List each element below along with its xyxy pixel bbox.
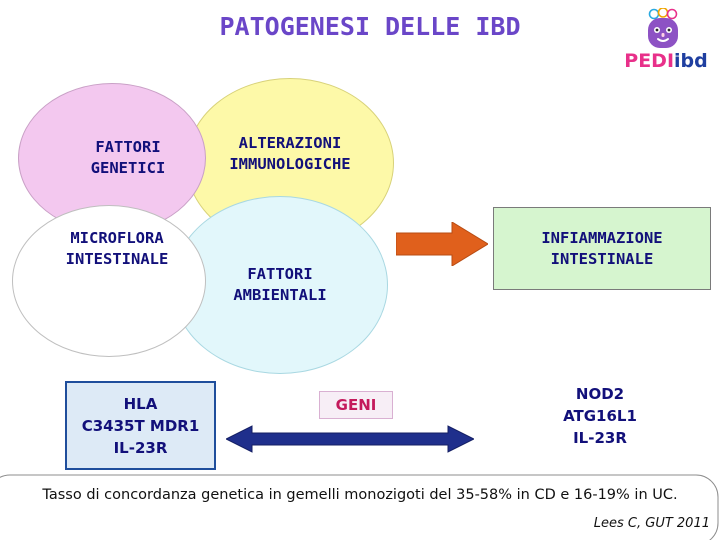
ellipse-fattori-ambientali: FATTORI AMBIENTALI [172,196,388,374]
ellipse-fattori-ambientali-label: FATTORI AMBIENTALI [233,265,327,304]
double-headed-arrow-icon [226,425,474,453]
ellipse-microflora-intestinale: MICROFLORA INTESTINALE [12,205,206,357]
footer-note: Tasso di concordanza genetica in gemelli… [42,487,678,503]
footer-credit: Lees C, GUT 2011 [593,516,710,531]
logo-pedi-text: PEDI [624,50,675,72]
logo-ibd-text: ibd [674,50,708,72]
orange-block-arrow-icon [396,222,488,266]
ellipse-fattori-genetici: FATTORI GENETICI [18,83,206,233]
infiammazione-intestinale-box: INFIAMMAZIONE INTESTINALE [493,207,711,290]
footer-rounded-rect [0,474,719,540]
ellipse-microflora-intestinale-label: MICROFLORA INTESTINALE [65,229,169,268]
page-title: PATOGENESI DELLE IBD [219,12,521,41]
geni-label-text: GENI [335,396,377,414]
hla-gene-label: HLA C3435T MDR1 IL-23R [81,394,200,457]
nod2-gene-text: NOD2 ATG16L1 IL-23R [563,385,637,447]
ellipse-fattori-genetici-label: FATTORI GENETICI [90,138,166,177]
geni-label-box: GENI [319,391,393,419]
infiammazione-intestinale-label: INFIAMMAZIONE INTESTINALE [541,228,663,268]
hla-gene-box: HLA C3435T MDR1 IL-23R [65,381,216,470]
logo-wordmark: PEDIibd [618,50,714,72]
pediibd-logo: PEDIibd [618,8,714,80]
child-face-logo-icon [648,8,678,48]
ellipse-alterazioni-immunologiche-label: ALTERAZIONI IMMUNOLOGICHE [229,134,351,173]
